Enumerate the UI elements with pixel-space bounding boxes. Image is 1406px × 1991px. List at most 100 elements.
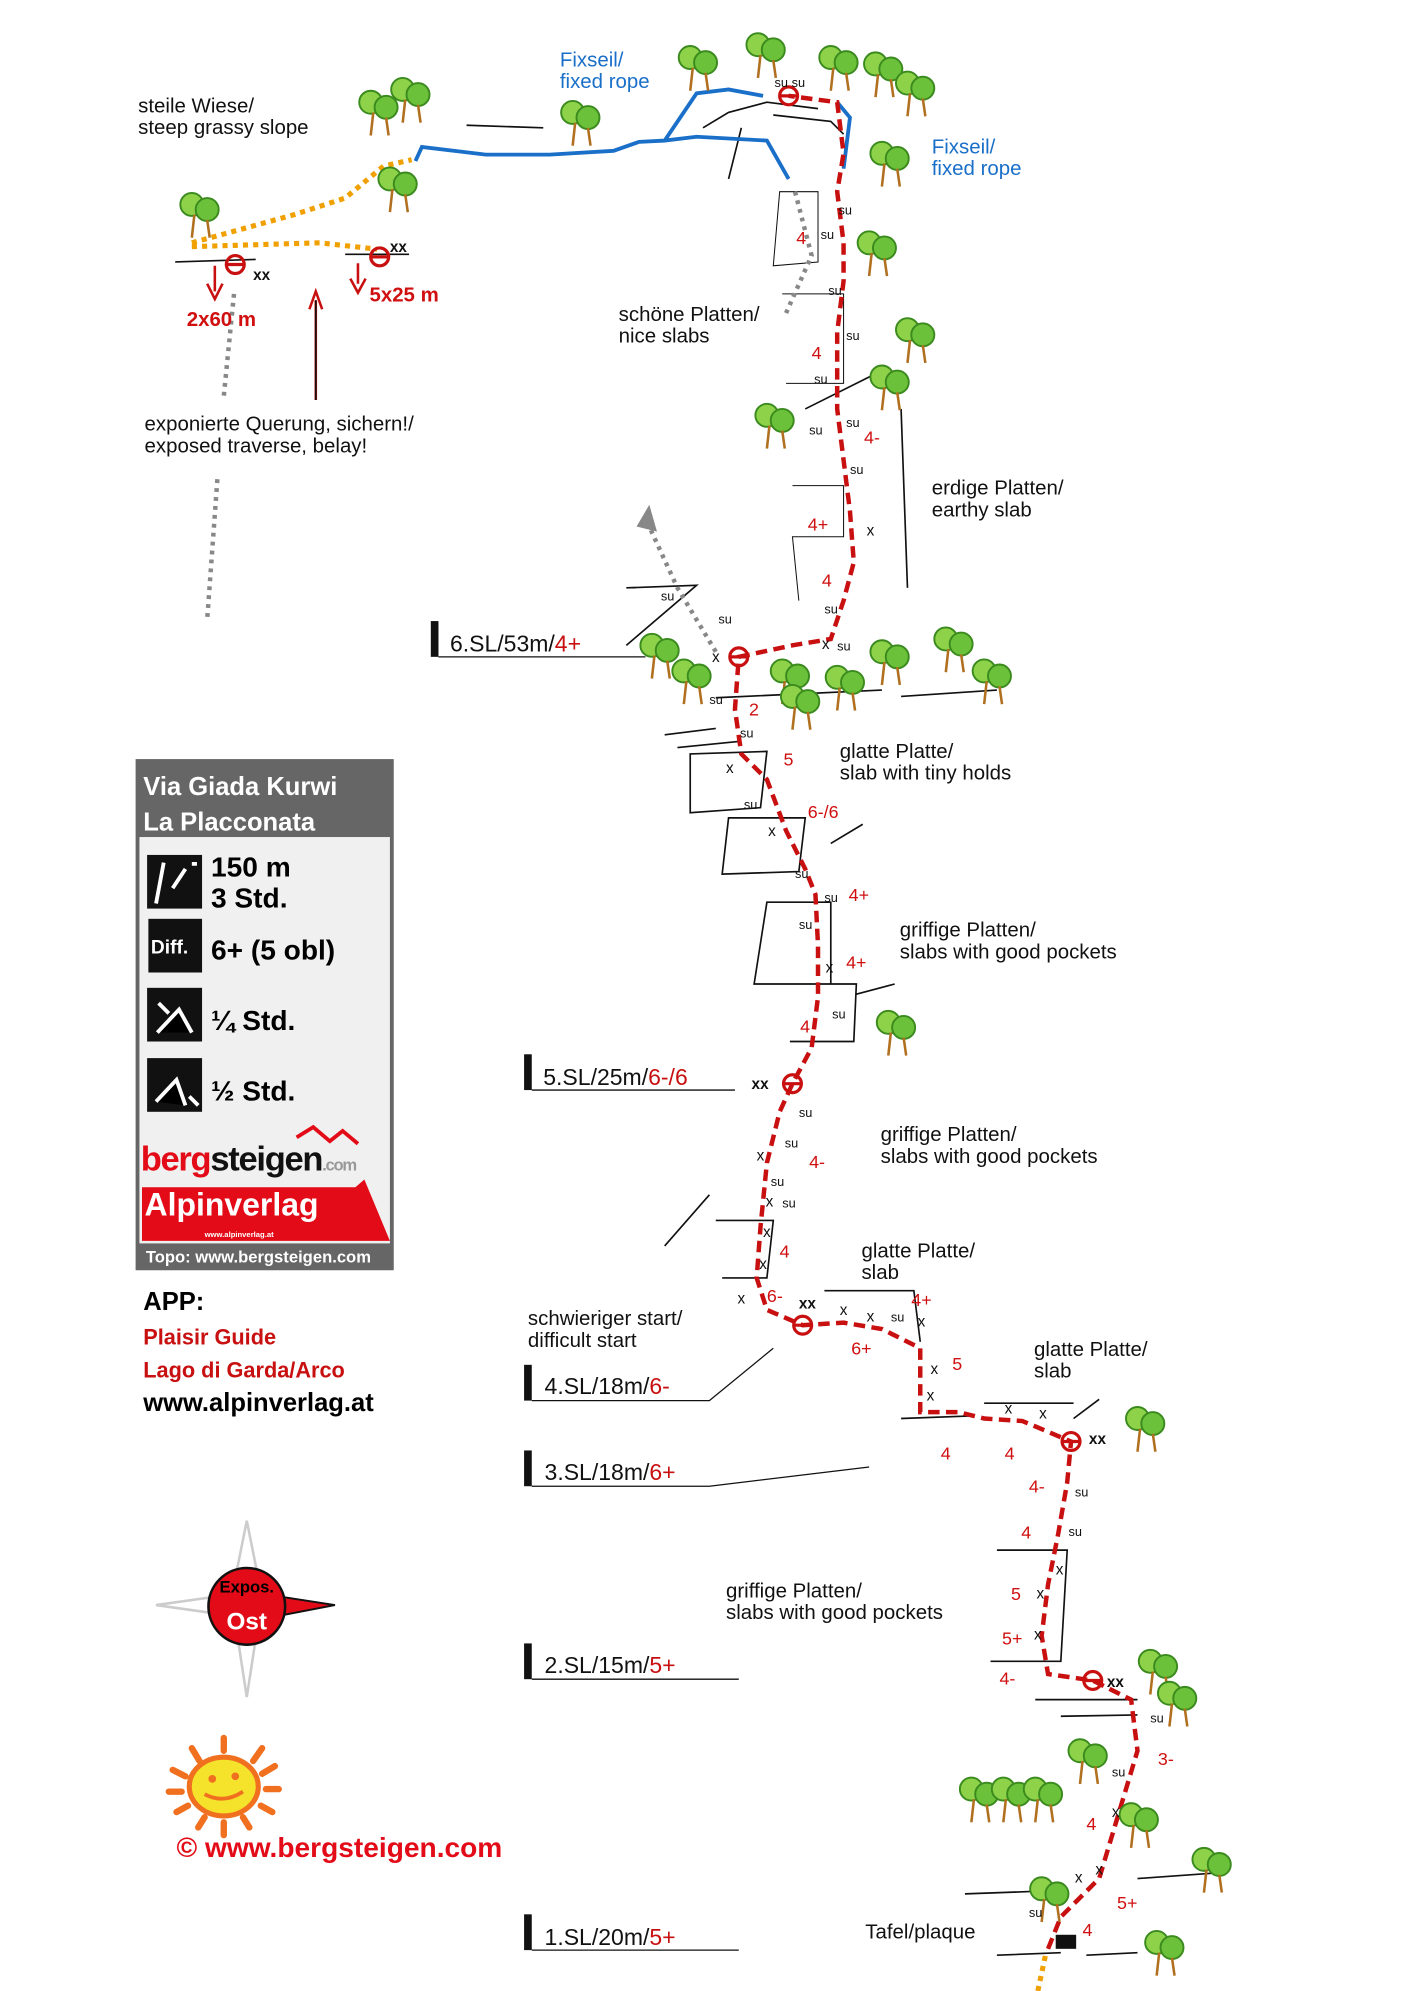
svg-text:APP:: APP: bbox=[143, 1288, 204, 1316]
svg-text:4-: 4- bbox=[864, 427, 880, 447]
svg-text:Diff.: Diff. bbox=[151, 937, 188, 958]
svg-text:x: x bbox=[768, 823, 776, 840]
svg-text:6+ (5 obl): 6+ (5 obl) bbox=[211, 935, 335, 966]
svg-text:2: 2 bbox=[749, 700, 759, 720]
svg-text:glatte Platte/: glatte Platte/ bbox=[1034, 1338, 1148, 1361]
svg-text:4: 4 bbox=[800, 1017, 810, 1037]
plaque-icon bbox=[1055, 1934, 1077, 1949]
svg-text:su: su bbox=[799, 1105, 812, 1120]
svg-text:www.alpinverlag.at: www.alpinverlag.at bbox=[204, 1230, 275, 1239]
svg-text:slab with tiny holds: slab with tiny holds bbox=[840, 762, 1012, 785]
svg-text:4: 4 bbox=[1021, 1523, 1031, 1543]
svg-text:x: x bbox=[927, 1388, 935, 1405]
svg-text:su: su bbox=[1029, 1905, 1042, 1920]
svg-text:x: x bbox=[1075, 1869, 1083, 1886]
svg-text:nice slabs: nice slabs bbox=[619, 324, 710, 347]
svg-text:Topo: www.bergsteigen.com: Topo: www.bergsteigen.com bbox=[146, 1248, 371, 1267]
svg-text:5x25 m: 5x25 m bbox=[369, 284, 438, 307]
svg-text:x: x bbox=[867, 1308, 875, 1325]
svg-text:su: su bbox=[799, 917, 812, 932]
svg-text:su: su bbox=[718, 612, 731, 627]
approach-path bbox=[191, 157, 1048, 1991]
svg-text:x: x bbox=[757, 1147, 765, 1164]
abseil-arrow-icon bbox=[206, 263, 367, 400]
svg-text:xx: xx bbox=[1089, 1431, 1107, 1448]
svg-text:x: x bbox=[738, 1290, 746, 1307]
svg-text:x: x bbox=[826, 959, 834, 976]
svg-text:Plaisir Guide: Plaisir Guide bbox=[143, 1324, 276, 1349]
svg-text:su: su bbox=[814, 371, 827, 386]
svg-text:griffige Platten/: griffige Platten/ bbox=[900, 919, 1036, 942]
svg-text:5+: 5+ bbox=[1002, 1629, 1022, 1649]
route-line bbox=[732, 93, 1140, 1950]
svg-text:5: 5 bbox=[952, 1354, 962, 1374]
svg-text:4: 4 bbox=[780, 1241, 790, 1261]
svg-text:su: su bbox=[795, 866, 808, 881]
svg-text:4: 4 bbox=[796, 228, 806, 248]
fixed-rope bbox=[413, 87, 852, 180]
rock-features bbox=[175, 101, 1228, 1957]
svg-text:Tafel/plaque: Tafel/plaque bbox=[865, 1921, 975, 1944]
svg-text:difficult start: difficult start bbox=[528, 1329, 637, 1352]
svg-text:su: su bbox=[837, 638, 850, 653]
svg-text:x: x bbox=[766, 1193, 774, 1210]
svg-text:Fixseil/: Fixseil/ bbox=[560, 48, 624, 71]
sun-icon bbox=[165, 1734, 282, 1839]
svg-text:4+: 4+ bbox=[849, 885, 869, 905]
svg-text:½ Std.: ½ Std. bbox=[211, 1075, 295, 1106]
alpinverlag-link[interactable]: www.alpinverlag.at bbox=[142, 1389, 374, 1417]
svg-text:slab: slab bbox=[1034, 1360, 1072, 1383]
svg-text:su: su bbox=[785, 1136, 798, 1151]
svg-text:su: su bbox=[828, 283, 841, 298]
svg-text:x: x bbox=[1039, 1405, 1047, 1422]
svg-text:slabs with good pockets: slabs with good pockets bbox=[881, 1145, 1098, 1168]
svg-text:4+: 4+ bbox=[846, 953, 866, 973]
svg-text:6+: 6+ bbox=[851, 1339, 871, 1359]
svg-text:xx: xx bbox=[390, 239, 408, 256]
difficulty-icon bbox=[148, 918, 203, 973]
svg-text:x: x bbox=[867, 522, 875, 539]
svg-text:4: 4 bbox=[822, 571, 832, 591]
svg-text:2x60 m: 2x60 m bbox=[187, 308, 256, 331]
svg-text:fixed rope: fixed rope bbox=[932, 157, 1022, 180]
svg-text:su: su bbox=[709, 692, 722, 707]
svg-text:Lago di Garda/Arco: Lago di Garda/Arco bbox=[143, 1358, 345, 1383]
svg-text:x: x bbox=[726, 760, 734, 777]
svg-text:4: 4 bbox=[1083, 1920, 1093, 1940]
svg-text:erdige Platten/: erdige Platten/ bbox=[932, 477, 1064, 500]
svg-text:su: su bbox=[661, 589, 674, 604]
compass-icon: Expos. Ost bbox=[155, 1520, 336, 1698]
copyright[interactable]: © www.bergsteigen.com bbox=[176, 1832, 502, 1863]
svg-text:x: x bbox=[763, 1224, 771, 1241]
svg-text:su: su bbox=[824, 890, 837, 905]
svg-text:x: x bbox=[1005, 1400, 1013, 1417]
svg-text:x: x bbox=[1056, 1561, 1064, 1578]
annotations: steile Wiese/steep grassy slope Fixseil/… bbox=[138, 48, 1164, 1943]
svg-text:3.SL/18m/6+: 3.SL/18m/6+ bbox=[545, 1459, 676, 1485]
svg-text:3 Std.: 3 Std. bbox=[211, 882, 288, 913]
svg-text:4: 4 bbox=[941, 1443, 951, 1463]
svg-text:6-/6: 6-/6 bbox=[808, 802, 839, 822]
svg-text:2.SL/15m/5+: 2.SL/15m/5+ bbox=[545, 1652, 676, 1678]
svg-text:slab: slab bbox=[861, 1261, 898, 1284]
svg-text:4-: 4- bbox=[809, 1152, 825, 1172]
bergsteigen-logo: bergsteigen.com bbox=[141, 1141, 357, 1179]
svg-text:su: su bbox=[846, 415, 859, 430]
svg-text:x: x bbox=[1037, 1586, 1045, 1603]
app-info: APP: Plaisir Guide Lago di Garda/Arco ww… bbox=[142, 1288, 374, 1417]
svg-text:su: su bbox=[1150, 1711, 1163, 1726]
svg-text:1.SL/20m/5+: 1.SL/20m/5+ bbox=[545, 1924, 676, 1950]
mountain-logo-icon bbox=[295, 1124, 360, 1146]
route-title: Via Giada Kurwi bbox=[143, 773, 337, 801]
svg-text:x: x bbox=[1034, 1627, 1042, 1644]
svg-text:5.SL/25m/6-/6: 5.SL/25m/6-/6 bbox=[543, 1064, 687, 1090]
svg-text:xx: xx bbox=[253, 267, 271, 284]
svg-text:x: x bbox=[759, 1256, 767, 1273]
svg-text:glatte Platte/: glatte Platte/ bbox=[861, 1239, 975, 1262]
svg-text:su: su bbox=[821, 227, 834, 242]
svg-text:¼ Std.: ¼ Std. bbox=[211, 1005, 295, 1036]
svg-text:steile Wiese/: steile Wiese/ bbox=[138, 94, 254, 117]
svg-text:x: x bbox=[1112, 1804, 1120, 1821]
